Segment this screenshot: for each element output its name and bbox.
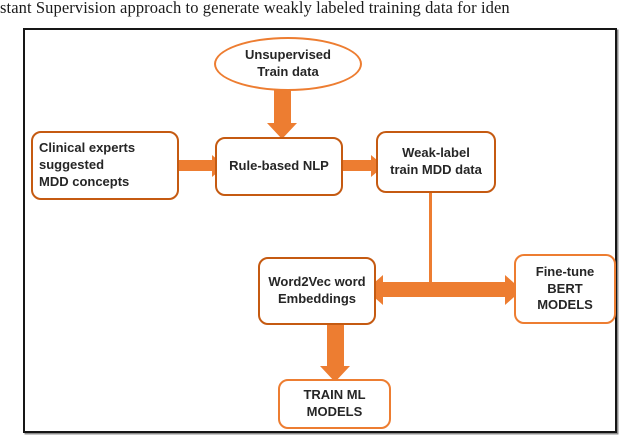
node-fine-tune-bert[interactable]: Fine-tune BERT MODELS <box>514 254 616 324</box>
node-line: MODELS <box>306 404 363 419</box>
node-weak-label-train-data[interactable]: Weak-label train MDD data <box>376 131 496 193</box>
connector-weak-to-bus <box>429 191 432 296</box>
node-word2vec-embeddings-label: Word2Vec word Embeddings <box>262 274 371 308</box>
node-line: TRAIN ML <box>303 387 366 403</box>
node-line: Weak-label <box>402 145 470 161</box>
node-line: Train data <box>257 64 319 79</box>
node-line: Clinical experts <box>39 140 136 156</box>
node-rule-based-nlp-label: Rule-based NLP <box>223 158 335 175</box>
figure-caption-text: stant Supervision approach to generate w… <box>0 0 510 17</box>
arrow-head-unsup-to-nlp <box>267 123 297 139</box>
node-train-ml-models[interactable]: TRAIN ML MODELS <box>278 379 391 429</box>
arrow-shaft-bidirectional-bus <box>383 282 505 297</box>
node-unsupervised-train-data-label: Unsupervised Train data <box>239 47 337 81</box>
node-line: Embeddings <box>277 291 356 306</box>
arrow-head-word2vec-to-train <box>320 366 350 382</box>
node-fine-tune-bert-label: Fine-tune BERT MODELS <box>516 264 614 315</box>
node-train-ml-models-label: TRAIN ML MODELS <box>297 387 371 421</box>
node-word2vec-embeddings[interactable]: Word2Vec word Embeddings <box>258 257 376 325</box>
node-line: MDD concepts <box>39 173 130 189</box>
node-line: Rule-based NLP <box>229 158 329 174</box>
arrow-shaft-unsup-to-nlp <box>274 90 291 125</box>
node-line: Fine-tune <box>535 263 595 279</box>
arrow-shaft-word2vec-to-train <box>327 324 344 368</box>
node-rule-based-nlp[interactable]: Rule-based NLP <box>215 137 343 196</box>
node-line: Unsupervised <box>245 47 331 63</box>
node-line: train MDD data <box>390 162 482 177</box>
node-unsupervised-train-data[interactable]: Unsupervised Train data <box>214 37 362 91</box>
arrow-shaft-experts-to-nlp <box>177 160 214 171</box>
node-clinical-experts[interactable]: Clinical experts suggested MDD concepts <box>31 131 179 200</box>
arrow-shaft-nlp-to-weak <box>343 160 373 171</box>
node-clinical-experts-label: Clinical experts suggested MDD concepts <box>33 140 177 191</box>
figure-frame: Unsupervised Train data Clinical experts… <box>23 28 617 433</box>
node-line: Word2Vec word <box>268 274 366 290</box>
node-weak-label-train-data-label: Weak-label train MDD data <box>384 145 488 179</box>
node-line: BERT MODELS <box>537 280 593 313</box>
node-line: suggested <box>39 157 105 173</box>
